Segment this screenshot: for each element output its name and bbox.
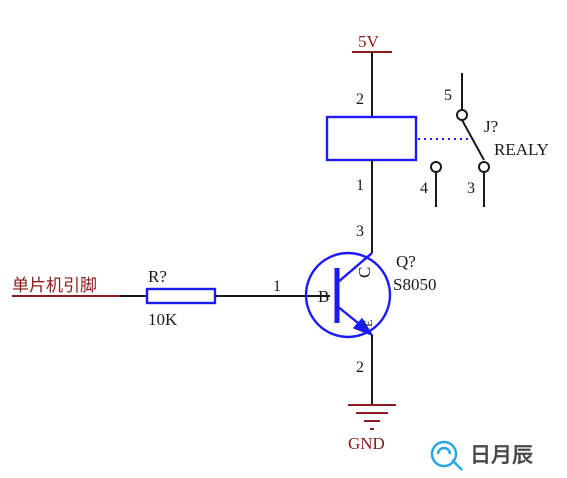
watermark-text: 日月辰 — [470, 443, 533, 467]
resistor-designator: R? — [148, 267, 167, 286]
switch-common-terminal — [456, 109, 468, 121]
relay-switch: 5 4 3 J? REALY — [420, 73, 549, 207]
base-label: B — [318, 287, 329, 306]
emitter-pin-number: 2 — [356, 359, 364, 376]
emitter-label: E — [361, 320, 375, 327]
base-pin-number: 1 — [273, 278, 281, 295]
power-label: 5V — [358, 32, 380, 51]
transistor-body — [304, 251, 392, 339]
collector-pin-number: 3 — [356, 223, 364, 240]
resistor: R? 10K 1 — [145, 267, 330, 329]
relay-coil-top-pin: 2 — [356, 91, 364, 108]
switch-common-pin: 5 — [444, 87, 452, 104]
switch-no-pin: 3 — [467, 180, 475, 197]
watermark-logo: 日月辰 — [430, 440, 533, 471]
switch-nc-terminal — [430, 161, 442, 173]
relay-coil: 2 1 — [325, 91, 472, 253]
resistor-value: 10K — [148, 310, 178, 329]
switch-nc-pin: 4 — [420, 180, 428, 197]
power-symbol: 5V — [352, 32, 392, 117]
relay-coil-bottom-pin: 1 — [356, 177, 364, 194]
collector-label: C — [355, 267, 374, 278]
transistor-designator: Q? — [396, 252, 416, 271]
transistor-npn: B C E Q? S8050 — [304, 251, 436, 339]
ground-label: GND — [348, 434, 385, 453]
ground-symbol: GND — [348, 404, 396, 453]
input-net: 单片机引脚 — [12, 276, 147, 297]
resistor-body — [145, 287, 217, 305]
emitter-arrow — [352, 317, 374, 337]
relay-designator: J? — [484, 117, 498, 136]
input-net-label: 单片机引脚 — [12, 276, 97, 296]
transistor-part: S8050 — [393, 275, 436, 294]
switch-no-terminal — [478, 161, 490, 173]
relay-part: REALY — [494, 140, 549, 159]
